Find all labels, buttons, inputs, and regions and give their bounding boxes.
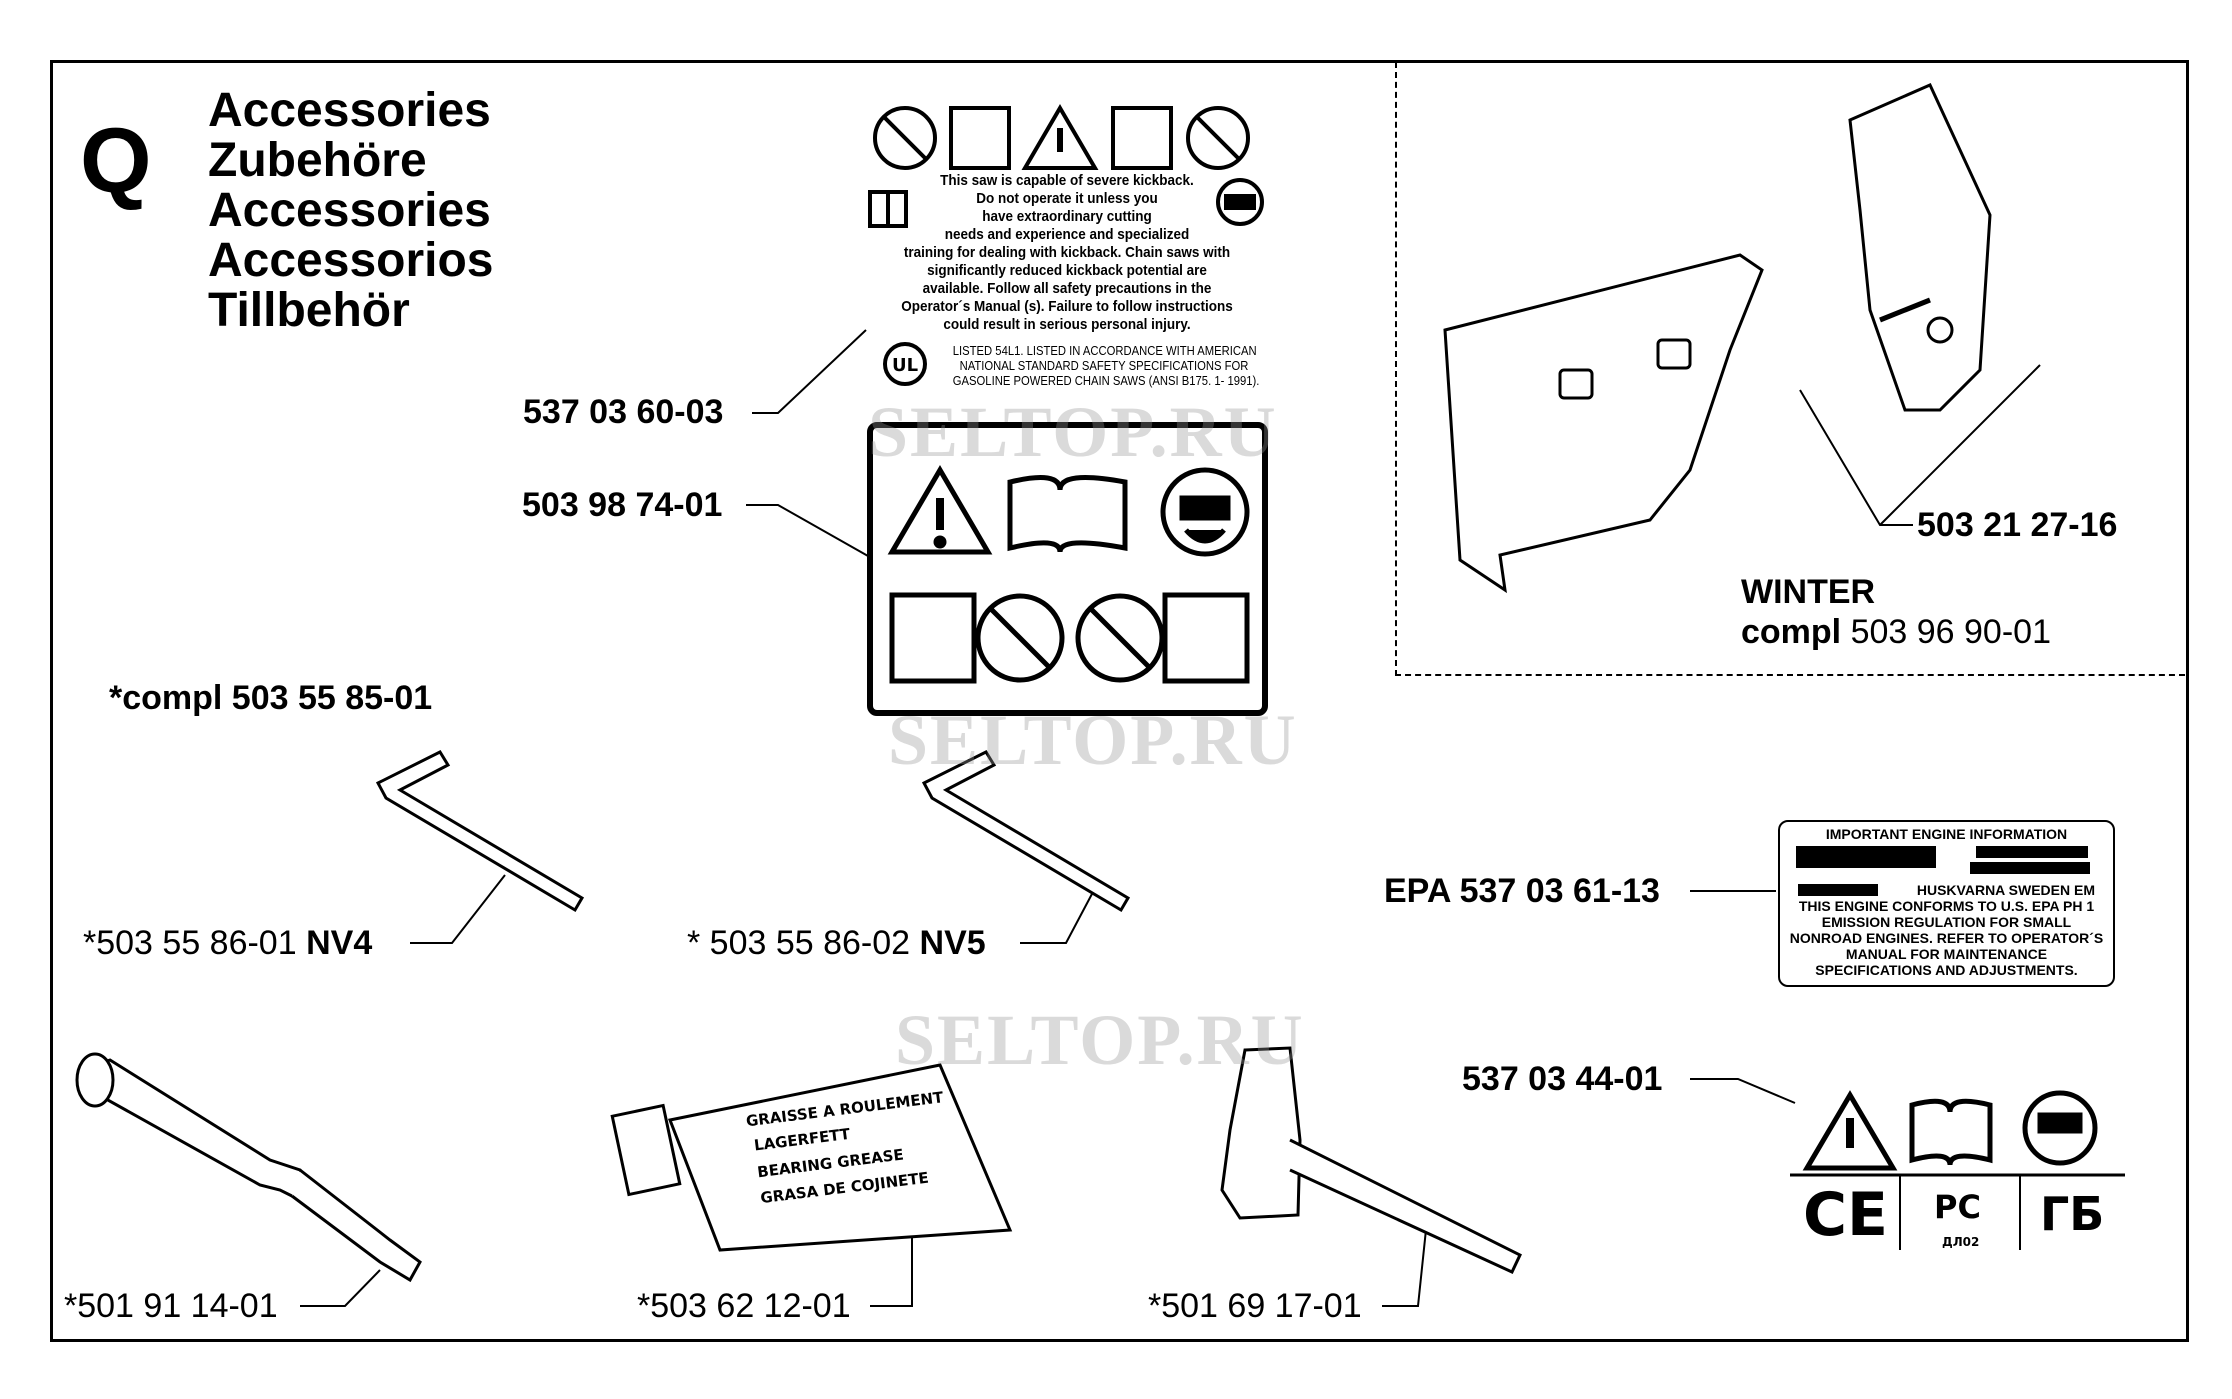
warning-line: available. Follow all safety precautions… [922, 280, 1212, 297]
compl-prefix: compl [1741, 613, 1842, 651]
title-sv: Tillbehör [208, 284, 410, 337]
epa-title: IMPORTANT ENGINE INFORMATION [1825, 826, 2068, 842]
part-number: *503 55 86-01 [83, 924, 297, 962]
warning-line: have extraordinary cutting [982, 208, 1152, 225]
section-titles: Accessories Zubehöre Accessories Accesso… [208, 86, 494, 336]
warning-line: Operator´s Manual (s). Failure to follow… [901, 298, 1233, 315]
warning-decal-pictograms [868, 104, 1264, 386]
part-pictogram-decal[interactable]: 503 98 74-01 [522, 486, 723, 524]
part-size: NV5 [919, 924, 986, 962]
part-hex-key-4[interactable]: *503 55 86-01 NV4 [83, 924, 372, 963]
grease-tube-drawing [610, 1063, 1013, 1252]
part-hex-key-5[interactable]: * 503 55 86-02 NV5 [687, 924, 986, 963]
part-number: * 503 55 86-02 [687, 924, 911, 962]
ce-decal-symbols [1790, 1090, 2125, 1250]
part-warning-decal[interactable]: 537 03 60-03 [523, 393, 724, 431]
epa-label: IMPORTANT ENGINE INFORMATION HUSKVARNA S… [1778, 820, 2115, 987]
epa-line: THIS ENGINE CONFORMS TO U.S. EPA PH 1 [1798, 898, 2095, 914]
watermark: SELTOP.RU [888, 700, 1298, 780]
ul-listing-text: LISTED 54L1. LISTED IN ACCORDANCE WITH A… [936, 344, 1272, 389]
title-de: Zubehöre [208, 134, 427, 187]
combi-spanner-drawing [1220, 1046, 1522, 1274]
part-winter-cover[interactable]: 503 21 27-16 [1917, 506, 2118, 544]
ul-line: NATIONAL STANDARD SAFETY SPECIFICATIONS … [959, 359, 1249, 373]
warning-line: training for dealing with kickback. Chai… [903, 244, 1231, 261]
hex-key-drawings [375, 750, 1131, 913]
section-letter: Q [80, 110, 152, 212]
title-en: Accessories [208, 84, 491, 137]
epa-line: EMISSION REGULATION FOR SMALL [1821, 914, 2072, 930]
winter-kit-region [1395, 62, 2185, 676]
epa-maker: HUSKVARNA SWEDEN EM [1916, 882, 2095, 898]
pictogram-decal [867, 422, 1268, 716]
gost-mark: PC [1934, 1188, 1981, 1226]
warning-line: This saw is capable of severe kickback. [940, 172, 1194, 189]
epa-line: MANUAL FOR MAINTENANCE [1845, 946, 2048, 962]
part-grease-tube[interactable]: *503 62 12-01 [637, 1287, 851, 1325]
eac-mark: ГБ [2040, 1187, 2104, 1241]
part-epa-decal[interactable]: EPA 537 03 61-13 [1384, 872, 1660, 910]
warning-decal-text: This saw is capable of severe kickback. … [862, 172, 1272, 334]
warning-line: could result in serious personal injury. [943, 316, 1191, 333]
diagram-frame [50, 60, 2189, 1342]
epa-line: NONROAD ENGINES. REFER TO OPERATOR´S [1789, 930, 2104, 946]
ul-logo: UL [892, 355, 918, 376]
watermark: SELTOP.RU [895, 1000, 1305, 1080]
ul-line: LISTED 54L1. LISTED IN ACCORDANCE WITH A… [952, 344, 1257, 358]
title-fr: Accessories [208, 184, 491, 237]
winter-cover-drawing [1443, 83, 1992, 594]
part-combi-spanner[interactable]: *501 69 17-01 [1148, 1287, 1362, 1325]
gost-code: ДЛ02 [1942, 1235, 1979, 1249]
warning-line: needs and experience and specialized [944, 226, 1190, 243]
ce-mark: CE [1803, 1180, 1888, 1250]
watermark: SELTOP.RU [868, 392, 1278, 472]
winter-label: WINTER [1741, 573, 1876, 611]
part-compl-kit[interactable]: *compl 503 55 85-01 [109, 679, 433, 717]
ul-line: GASOLINE POWERED CHAIN SAWS (ANSI B175. … [952, 374, 1260, 388]
part-winter-kit[interactable]: compl 503 96 90-01 [1741, 613, 2051, 652]
epa-line: SPECIFICATIONS AND ADJUSTMENTS. [1815, 962, 2078, 978]
part-screwdriver[interactable]: *501 91 14-01 [64, 1287, 278, 1325]
part-ce-decal[interactable]: 537 03 44-01 [1462, 1060, 1663, 1098]
part-number: 503 96 90-01 [1850, 613, 2051, 651]
warning-line: Do not operate it unless you [976, 190, 1158, 207]
cert-marks: CE PC ДЛ02 ГБ [1803, 1180, 2104, 1250]
title-es: Accessorios [208, 234, 494, 287]
screwdriver-drawing [75, 1052, 422, 1283]
warning-line: significantly reduced kickback potential… [927, 262, 1207, 279]
pictogram-decal-symbols [887, 465, 1250, 684]
part-size: NV4 [306, 924, 373, 962]
